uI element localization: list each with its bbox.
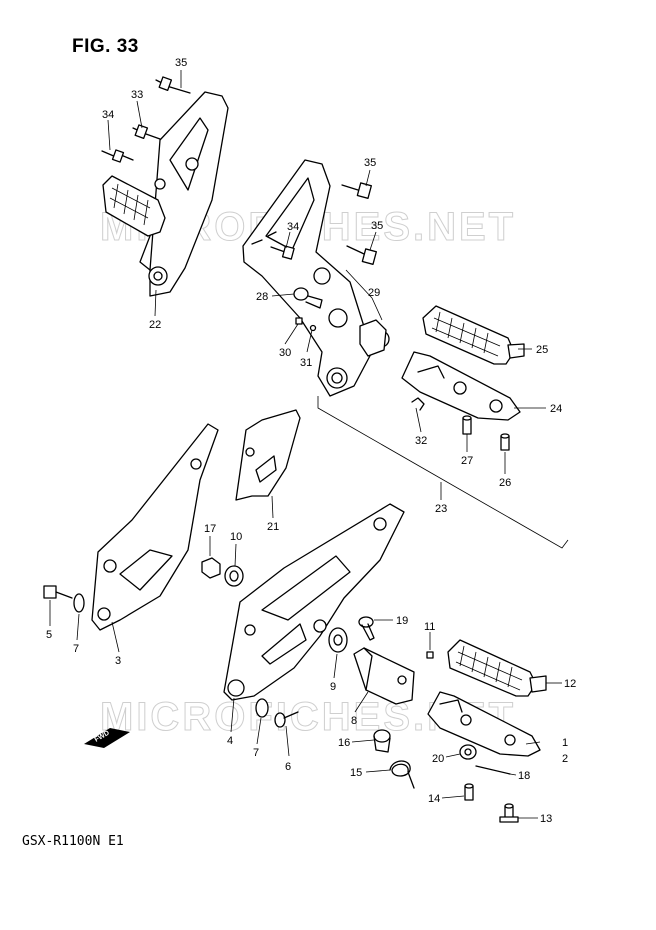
rear-bracket-left-22: [102, 91, 229, 297]
callout-2: 2: [562, 753, 568, 765]
rear-bracket-right-23: [242, 159, 390, 397]
nut-11: [426, 651, 434, 659]
footrest-rubber-25: [422, 305, 525, 365]
footrest-1-2: [427, 691, 541, 757]
callout-28: 28: [256, 291, 268, 303]
footrest-rubber-12: [447, 639, 547, 697]
washer-10: [224, 565, 244, 587]
callout-1: 1: [562, 737, 568, 749]
bolt-33: [132, 124, 161, 140]
nut-30: [295, 317, 303, 325]
callout-35-b: 35: [364, 157, 376, 169]
callout-7-a: 7: [73, 643, 79, 655]
callout-16: 16: [338, 737, 350, 749]
callout-15: 15: [350, 767, 362, 779]
bushing-16: [373, 729, 391, 753]
bolt-34-right: [270, 245, 295, 260]
callout-21: 21: [267, 521, 279, 533]
bolt-35-upper-right: [341, 182, 372, 199]
washer-7-upper: [73, 593, 85, 613]
callout-17: 17: [204, 523, 216, 535]
washer-7-lower: [255, 698, 269, 718]
callout-20: 20: [432, 753, 444, 765]
footrest-pivot-8: [353, 647, 415, 705]
figure-title: FIG. 33: [72, 36, 139, 57]
callout-12: 12: [564, 678, 576, 690]
footrest-24: [401, 351, 521, 421]
washer-9: [328, 627, 348, 653]
callout-33: 33: [131, 89, 143, 101]
callout-27: 27: [461, 455, 473, 467]
callout-13: 13: [540, 813, 552, 825]
callout-23: 23: [435, 503, 447, 515]
bolt-6: [274, 711, 299, 728]
bolt-27: [462, 415, 472, 435]
callout-8: 8: [351, 715, 357, 727]
model-code: GSX-R1100N E1: [22, 834, 124, 849]
bolt-26: [500, 433, 510, 451]
heel-guard-21: [235, 409, 301, 501]
callout-6: 6: [285, 761, 291, 773]
bolt-35-lower-right: [346, 245, 377, 265]
callout-30: 30: [279, 347, 291, 359]
callout-26: 26: [499, 477, 511, 489]
callout-25: 25: [536, 344, 548, 356]
bolt-14: [464, 783, 474, 801]
pin-31: [309, 324, 317, 332]
leader-lines: [49, 70, 562, 819]
bolt-13: [499, 803, 519, 823]
callout-35-a: 35: [175, 57, 187, 69]
clip-32: [411, 397, 425, 411]
callout-10: 10: [230, 531, 242, 543]
pin-19: [358, 616, 375, 641]
callout-9: 9: [330, 681, 336, 693]
bolt-35-left: [155, 76, 191, 94]
callout-34-a: 34: [102, 109, 114, 121]
callout-7-b: 7: [253, 747, 259, 759]
front-bracket-left-3: [91, 423, 219, 631]
bolt-5: [43, 585, 73, 599]
callout-11: 11: [424, 621, 435, 633]
washer-20: [459, 744, 477, 760]
callout-3: 3: [115, 655, 121, 667]
callout-14: 14: [428, 793, 440, 805]
callout-19: 19: [396, 615, 408, 627]
spring-15: [389, 760, 415, 789]
front-bracket-right-4: [223, 503, 405, 701]
nut-17: [201, 557, 221, 579]
callout-numbers: 35 33 34 22 35 34 35 28 29 30 31 25 24 3…: [46, 57, 576, 825]
callout-34-b: 34: [287, 221, 299, 233]
callout-18: 18: [518, 770, 530, 782]
callout-5: 5: [46, 629, 52, 641]
bracket-23-outline: [317, 396, 569, 549]
callout-4: 4: [227, 735, 233, 747]
callout-24: 24: [550, 403, 562, 415]
callout-32: 32: [415, 435, 427, 447]
callout-31: 31: [300, 357, 312, 369]
callout-22: 22: [149, 319, 161, 331]
cotter-pin-18: [475, 765, 511, 775]
callout-29: 29: [368, 287, 380, 299]
callout-35-c: 35: [371, 220, 383, 232]
bolt-34-left: [101, 149, 134, 163]
